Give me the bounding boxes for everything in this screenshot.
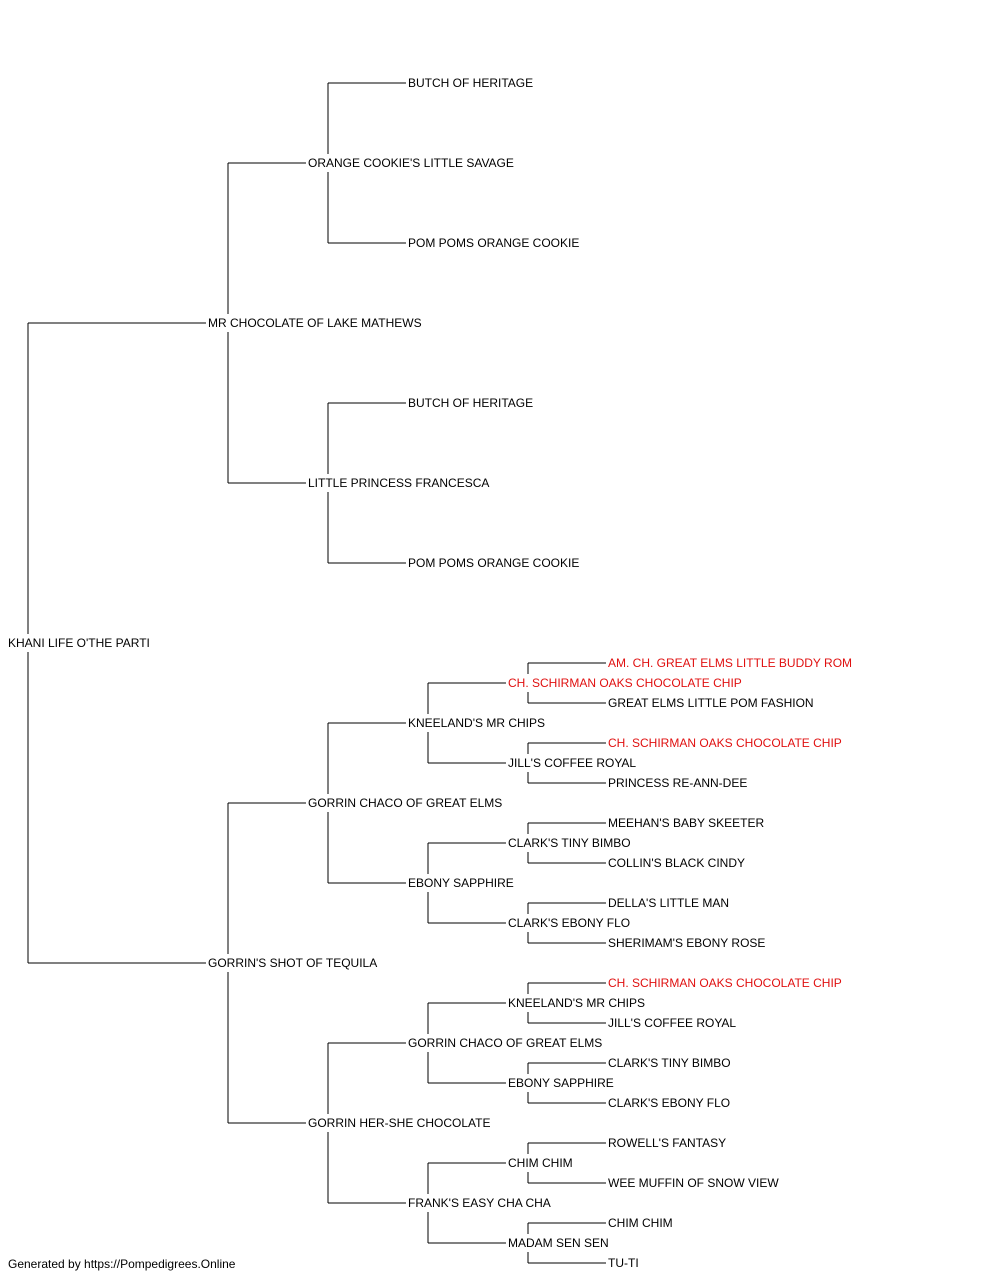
pedigree-node-sire: KNEELAND'S MR CHIPS [408,716,545,730]
pedigree-node-dam: POM POMS ORANGE COOKIE [408,556,580,570]
pedigree-node-sire: AM. CH. GREAT ELMS LITTLE BUDDY ROM [608,656,853,670]
pedigree-node-sire: CHIM CHIM [508,1156,573,1170]
pedigree-node-dam: JILL'S COFFEE ROYAL [608,1016,737,1030]
pedigree-node-sire: GORRIN CHACO OF GREAT ELMS [308,796,503,810]
pedigree-node-dam: EBONY SAPPHIRE [508,1076,614,1090]
pedigree-node-sire: DELLA'S LITTLE MAN [608,896,729,910]
pedigree-node-dam: LITTLE PRINCESS FRANCESCA [308,476,490,490]
pedigree-node-dam: FRANK'S EASY CHA CHA [408,1196,551,1210]
pedigree-node-dam: CLARK'S EBONY FLO [508,916,631,930]
pedigree-node-dam: EBONY SAPPHIRE [408,876,514,890]
pedigree-node-dam: MADAM SEN SEN [508,1236,609,1250]
pedigree-node-sire: KNEELAND'S MR CHIPS [508,996,645,1010]
pedigree-node-dam: COLLIN'S BLACK CINDY [608,856,745,870]
pedigree-node-sire: MEEHAN'S BABY SKEETER [608,816,765,830]
pedigree-node-sire: ORANGE COOKIE'S LITTLE SAVAGE [308,156,514,170]
pedigree-node-sire: ROWELL'S FANTASY [608,1136,727,1150]
pedigree-node-sire: CH. SCHIRMAN OAKS CHOCOLATE CHIP [608,976,842,990]
pedigree-node-dam: TU-TI [608,1256,639,1270]
pedigree-node-subject: KHANI LIFE O'THE PARTI [8,636,150,650]
pedigree-node-dam: GORRIN HER-SHE CHOCOLATE [308,1116,491,1130]
pedigree-node-sire: CH. SCHIRMAN OAKS CHOCOLATE CHIP [608,736,842,750]
pedigree-node-dam: GORRIN'S SHOT OF TEQUILA [208,956,378,970]
pedigree-node-dam: JILL'S COFFEE ROYAL [508,756,637,770]
pedigree-node-dam: POM POMS ORANGE COOKIE [408,236,580,250]
pedigree-node-sire: BUTCH OF HERITAGE [408,76,534,90]
pedigree-node-dam: WEE MUFFIN OF SNOW VIEW [608,1176,779,1190]
pedigree-node-sire: CLARK'S TINY BIMBO [508,836,631,850]
pedigree-node-dam: GREAT ELMS LITTLE POM FASHION [608,696,814,710]
pedigree-node-dam: CLARK'S EBONY FLO [608,1096,731,1110]
pedigree-node-dam: PRINCESS RE-ANN-DEE [608,776,748,790]
pedigree-node-sire: MR CHOCOLATE OF LAKE MATHEWS [208,316,422,330]
pedigree-node-sire: GORRIN CHACO OF GREAT ELMS [408,1036,603,1050]
pedigree-node-sire: BUTCH OF HERITAGE [408,396,534,410]
footer-credit: Generated by https://Pompedigrees.Online [8,1257,236,1271]
pedigree-node-sire: CLARK'S TINY BIMBO [608,1056,731,1070]
pedigree-node-dam: SHERIMAM'S EBONY ROSE [608,936,766,950]
pedigree-node-sire: CHIM CHIM [608,1216,673,1230]
pedigree-node-sire: CH. SCHIRMAN OAKS CHOCOLATE CHIP [508,676,742,690]
